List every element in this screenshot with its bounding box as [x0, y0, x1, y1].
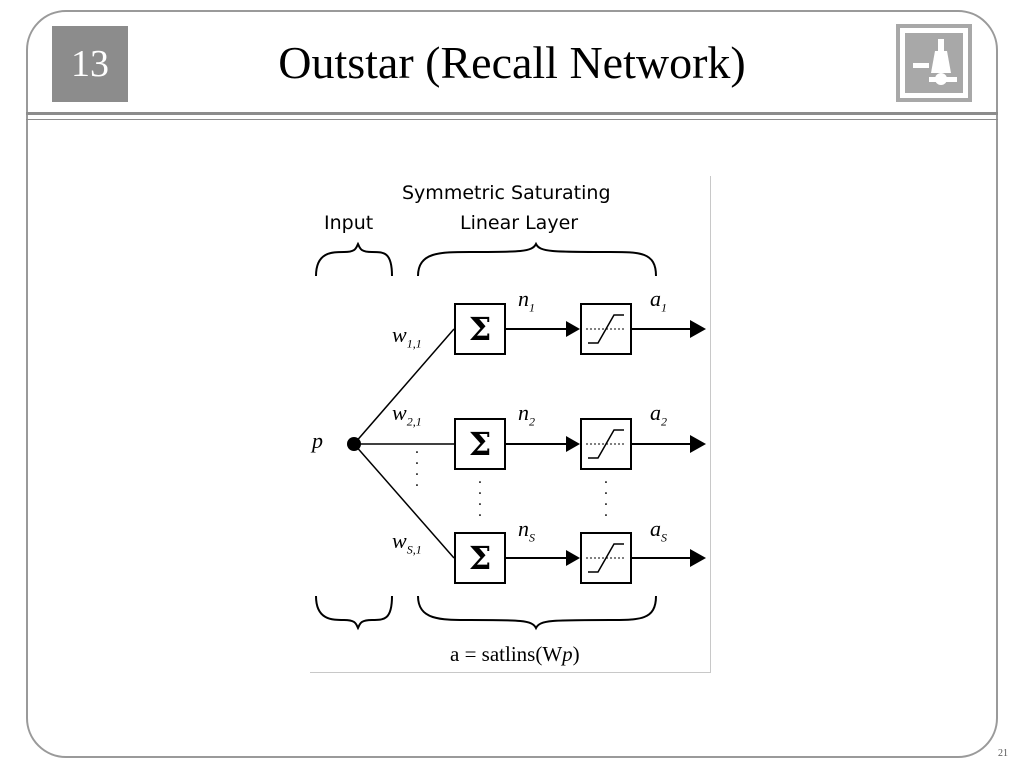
satlins-icon — [586, 314, 626, 344]
weight-line-s — [353, 443, 455, 559]
flask-glyph — [913, 39, 957, 85]
weight-label-s: wS,1 — [392, 528, 422, 557]
net-label-2: n2 — [518, 400, 535, 429]
output-label-1: a1 — [650, 286, 667, 315]
layer-bottom-brace — [417, 595, 657, 631]
net-arrow-1 — [566, 321, 580, 337]
layer-label-line2: Linear Layer — [460, 212, 579, 234]
logo-background — [905, 33, 963, 93]
out-arrow-2 — [690, 435, 706, 453]
header-rule — [26, 112, 998, 115]
input-symbol: p — [312, 428, 323, 453]
layer-label-line1: Symmetric Saturating — [402, 182, 611, 204]
ellipsis-weights: ···· — [414, 445, 420, 494]
out-arrow-1 — [690, 320, 706, 338]
header-rule-thin — [26, 119, 998, 120]
input-top-brace — [315, 241, 393, 277]
chapter-number: 13 — [71, 43, 109, 85]
summation-box-2: Σ — [454, 418, 506, 470]
summation-box-1: Σ — [454, 303, 506, 355]
ellipsis-sums: ···· — [477, 475, 483, 524]
diagram-lines — [315, 241, 706, 631]
satlins-icon — [586, 543, 626, 573]
output-label-s: aS — [650, 516, 667, 545]
chapter-badge: 13 — [52, 26, 128, 102]
satlins-box-2 — [580, 418, 632, 470]
net-arrow-s — [566, 550, 580, 566]
output-formula: a = satlins(Wp) — [450, 642, 580, 666]
outstar-diagram: Input Symmetric Saturating Linear Layer … — [310, 176, 711, 673]
flask-logo-icon — [896, 24, 972, 102]
input-label: Input — [324, 212, 374, 234]
weight-line-1 — [353, 328, 455, 445]
page-number: 21 — [998, 748, 1008, 759]
ellipsis-satlins: ···· — [603, 475, 609, 524]
input-bottom-brace — [315, 595, 393, 631]
slide-title: Outstar (Recall Network) — [278, 37, 746, 88]
output-label-2: a2 — [650, 400, 667, 429]
net-label-s: nS — [518, 516, 535, 545]
net-label-1: n1 — [518, 286, 535, 315]
weight-label-1: w1,1 — [392, 322, 422, 351]
weight-label-2: w2,1 — [392, 400, 422, 429]
layer-top-brace — [417, 241, 657, 277]
satlins-box-s — [580, 532, 632, 584]
slide-frame — [26, 10, 998, 758]
out-arrow-s — [690, 549, 706, 567]
net-arrow-2 — [566, 436, 580, 452]
satlins-icon — [586, 429, 626, 459]
summation-box-s: Σ — [454, 532, 506, 584]
satlins-box-1 — [580, 303, 632, 355]
